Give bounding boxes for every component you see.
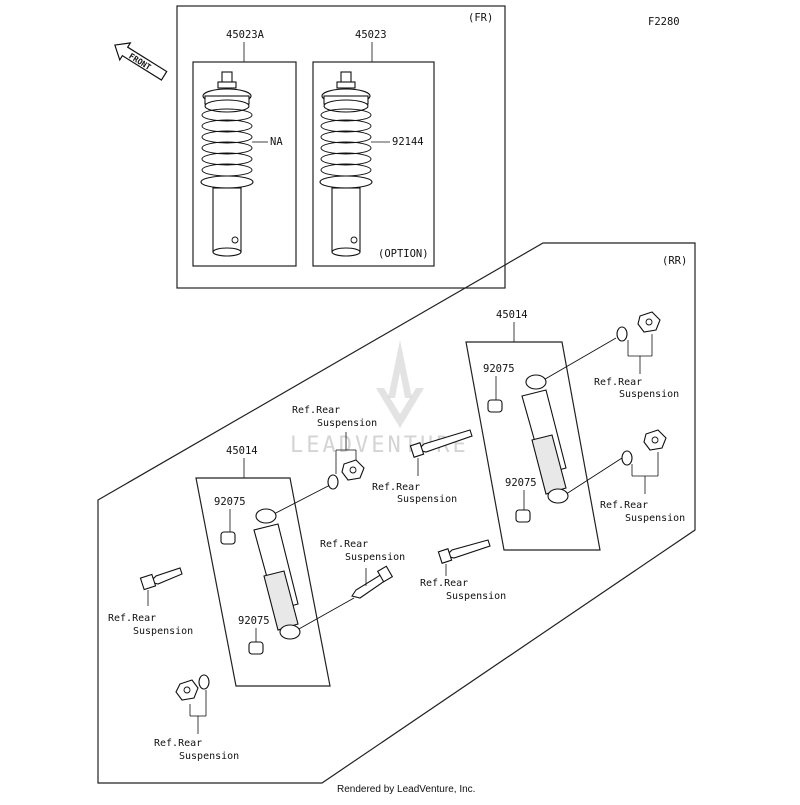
front-right-shock	[319, 71, 373, 257]
front-right-box	[312, 61, 435, 267]
rear-right-shock-number: 45014	[496, 309, 528, 321]
rear-right-upper-washer	[616, 326, 628, 342]
front-right-part-number: 45023	[355, 29, 387, 41]
rear-left-lower-bolt-ref-line1: Ref.Rear	[320, 539, 368, 550]
rear-right-lower-bushing	[515, 509, 531, 523]
rear-left-bolt-ref-line1: Ref.Rear	[108, 613, 156, 624]
rear-left-lower-bushing	[248, 641, 264, 655]
option-label: (OPTION)	[378, 248, 429, 260]
rear-left-lower-bushing-label: 92075	[238, 615, 270, 627]
rear-left-lower-bolt	[351, 565, 394, 599]
rear-right-lower-bolt-ref-line1: Ref.Rear	[420, 578, 468, 589]
rear-section-frame	[97, 242, 696, 784]
rear-right-upper-nut	[637, 311, 661, 333]
rear-left-lower-nut	[175, 679, 199, 701]
rear-left-lower-ref-line1: Ref.Rear	[154, 738, 202, 749]
leadventure-watermark: LEADVENTURE	[290, 340, 466, 458]
rear-left-lower-bolt-ref-line2: Suspension	[345, 552, 405, 563]
rear-left-upper-nut	[341, 459, 365, 481]
rear-section: (RR) 45014 92075 92075	[97, 242, 696, 784]
front-arrow-icon: FRONT	[114, 42, 168, 81]
rear-right-lower-bolt	[437, 539, 491, 564]
rear-right-lower-nut	[643, 429, 667, 451]
rear-left-shock-number: 45014	[226, 445, 258, 457]
rear-left-upper-ref-line1: Ref.Rear	[292, 405, 340, 416]
front-left-spring-label: NA	[270, 136, 283, 148]
rear-right-upper-bushing-label: 92075	[483, 363, 515, 375]
rear-left-upper-bushing	[220, 531, 236, 545]
rear-left-lower-ref-line2: Suspension	[179, 751, 239, 762]
rear-left-shock-box	[195, 477, 331, 687]
rear-right-lower-ref-line2: Suspension	[625, 513, 685, 524]
front-section: (FR) 45023A 45023 NA	[176, 5, 506, 289]
rear-right-shock	[521, 337, 623, 504]
rear-left-shock	[253, 483, 355, 640]
front-left-shock	[200, 71, 254, 257]
rear-right-upper-bolt	[409, 429, 473, 458]
rear-right-shock-box	[465, 341, 601, 551]
rear-left-upper-ref-line2: Suspension	[317, 418, 377, 429]
front-section-frame	[176, 5, 506, 289]
rear-right-upper-ref-line2: Suspension	[619, 389, 679, 400]
rear-right-lower-ref-line1: Ref.Rear	[600, 500, 648, 511]
rear-left-lower-washer	[198, 674, 210, 690]
rear-right-lower-washer	[621, 450, 633, 466]
rear-left-upper-bushing-label: 92075	[214, 496, 246, 508]
rear-right-upper-bushing	[487, 399, 503, 413]
rear-left-bolt-ref-line2: Suspension	[133, 626, 193, 637]
rear-right-upper-ref-line1: Ref.Rear	[594, 377, 642, 388]
footer-credit: Rendered by LeadVenture, Inc.	[337, 784, 475, 795]
rear-right-bolt-ref-line1: Ref.Rear	[372, 482, 420, 493]
figure-code: F2280	[648, 16, 680, 28]
rear-section-tag: (RR)	[662, 255, 687, 267]
front-left-part-number: 45023A	[226, 29, 265, 41]
front-right-spring-label: 92144	[392, 136, 424, 148]
rear-left-upper-washer	[327, 474, 339, 490]
rear-right-lower-bolt-ref-line2: Suspension	[446, 591, 506, 602]
rear-left-upper-bolt	[139, 567, 183, 591]
front-section-tag: (FR)	[468, 12, 493, 24]
front-left-box	[192, 61, 297, 267]
rear-right-lower-bushing-label: 92075	[505, 477, 537, 489]
rear-right-bolt-ref-line2: Suspension	[397, 494, 457, 505]
